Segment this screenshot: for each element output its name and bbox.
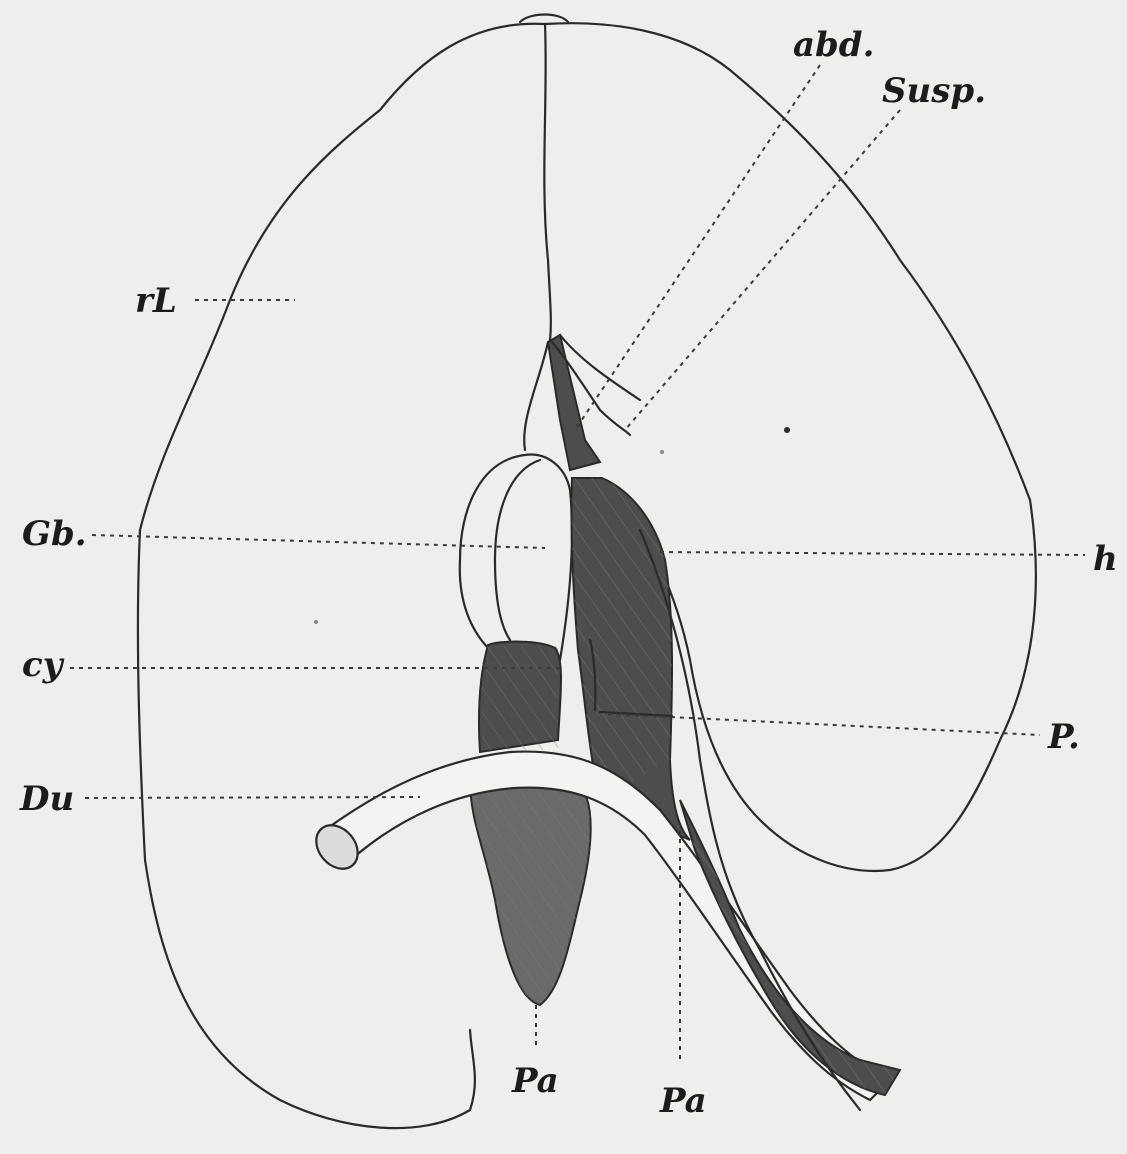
label-susp: Susp. xyxy=(882,71,986,111)
leader-gb xyxy=(92,535,545,548)
label-h: h xyxy=(1093,539,1118,579)
suspensory-ligament xyxy=(548,335,600,470)
ligament-inner xyxy=(524,342,548,450)
leader-p xyxy=(608,714,1040,735)
leader-du xyxy=(85,797,420,798)
label-gb: Gb. xyxy=(22,514,87,554)
label-pa-left: Pa xyxy=(511,1061,559,1101)
label-pa-right: Pa xyxy=(659,1081,707,1121)
leader-h xyxy=(660,552,1085,555)
notch-top xyxy=(520,15,568,23)
speck-2 xyxy=(660,450,664,454)
speck-1 xyxy=(784,427,790,433)
label-cy: cy xyxy=(22,645,65,685)
central-fissure xyxy=(544,24,551,340)
label-p: P. xyxy=(1047,717,1080,757)
gall-bladder xyxy=(460,455,572,660)
speck-3 xyxy=(314,620,318,624)
label-rl: rL xyxy=(135,281,177,321)
cystic-duct-hatch xyxy=(482,646,558,750)
pancreas-left-hatch xyxy=(470,773,591,1006)
gall-bladder-inner xyxy=(495,460,540,640)
label-du: Du xyxy=(19,779,74,819)
liver-left-lobe-outline xyxy=(138,24,545,1128)
label-abd: abd. xyxy=(793,25,874,65)
leader-susp xyxy=(625,110,900,430)
hepatic-duct-hatch xyxy=(571,478,672,800)
leader-abd xyxy=(575,65,820,430)
